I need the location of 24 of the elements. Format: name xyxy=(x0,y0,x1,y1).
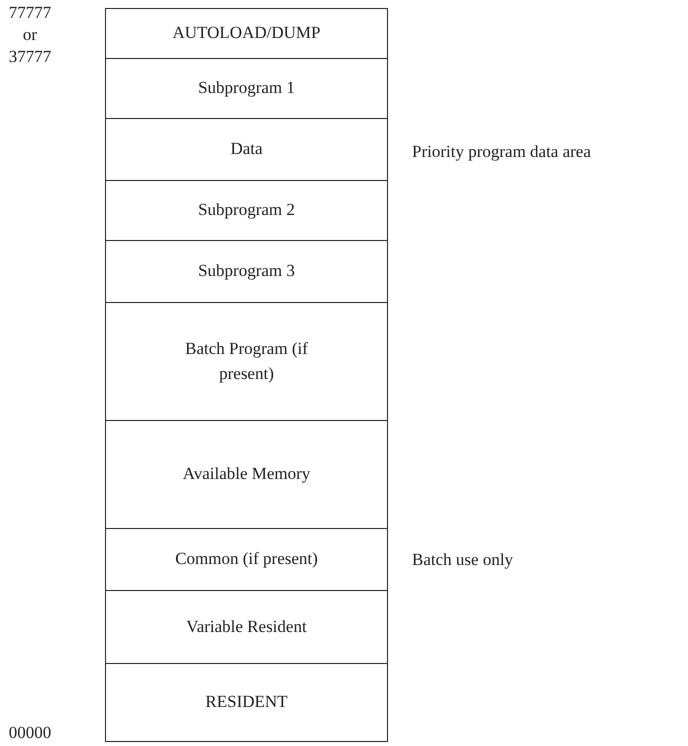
segment-label: Variable Resident xyxy=(185,616,308,638)
segment-label: Available Memory xyxy=(182,463,312,486)
memory-segment xyxy=(105,528,388,592)
address-label: 00000 xyxy=(8,722,52,744)
segment-label: Subprogram 1 xyxy=(197,77,296,100)
segment-label: AUTOLOAD/DUMP xyxy=(172,22,322,44)
segment-label: RESIDENT xyxy=(204,690,289,713)
memory-segment xyxy=(105,420,388,530)
memory-segment xyxy=(105,590,388,664)
memory-segment xyxy=(105,58,388,120)
segment-label: Common (if present) xyxy=(174,548,319,570)
memory-segment xyxy=(105,118,388,182)
memory-segment xyxy=(105,302,388,422)
memory-segment xyxy=(105,663,388,742)
annotation: Batch use only xyxy=(412,549,514,571)
memory-segment xyxy=(105,8,388,60)
segment-label: Subprogram 2 xyxy=(197,199,296,222)
segment-label: Subprogram 3 xyxy=(197,260,296,282)
annotation: Priority program data area xyxy=(412,141,592,163)
memory-segment xyxy=(105,180,388,242)
address-label: 77777 or 37777 xyxy=(8,2,52,68)
segment-label: Batch Program (if present) xyxy=(184,338,309,385)
memory-segment xyxy=(105,240,388,304)
segment-label: Data xyxy=(229,138,264,160)
